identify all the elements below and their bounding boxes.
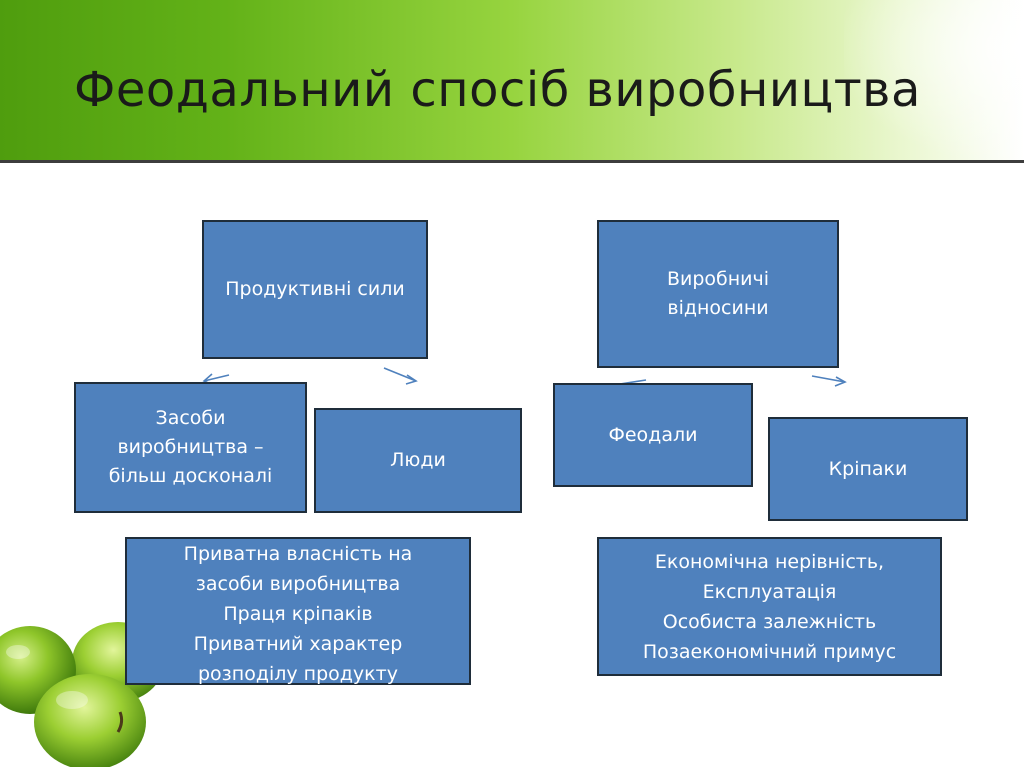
apple-stem xyxy=(116,711,124,733)
header-divider xyxy=(0,160,1024,163)
people-box: Люди xyxy=(314,408,522,513)
production-relations-box: Виробничі відносини xyxy=(597,220,839,368)
slide-title: Феодальний спосіб виробництва xyxy=(74,62,921,118)
apple-front xyxy=(34,674,146,767)
feudal-lords-box: Феодали xyxy=(553,383,753,487)
productive-forces-box: Продуктивні сили xyxy=(202,220,428,359)
header-band xyxy=(0,0,1024,160)
arrow-to-people xyxy=(383,367,418,385)
left-summary-box: Приватна власність на засоби виробництва… xyxy=(125,537,471,685)
arrow-to-serfs xyxy=(811,375,847,387)
serfs-box: Кріпаки xyxy=(768,417,968,521)
right-summary-box: Економічна нерівність, Експлуатація Особ… xyxy=(597,537,942,676)
means-of-production-box: Засоби виробництва – більш досконалі xyxy=(74,382,307,513)
